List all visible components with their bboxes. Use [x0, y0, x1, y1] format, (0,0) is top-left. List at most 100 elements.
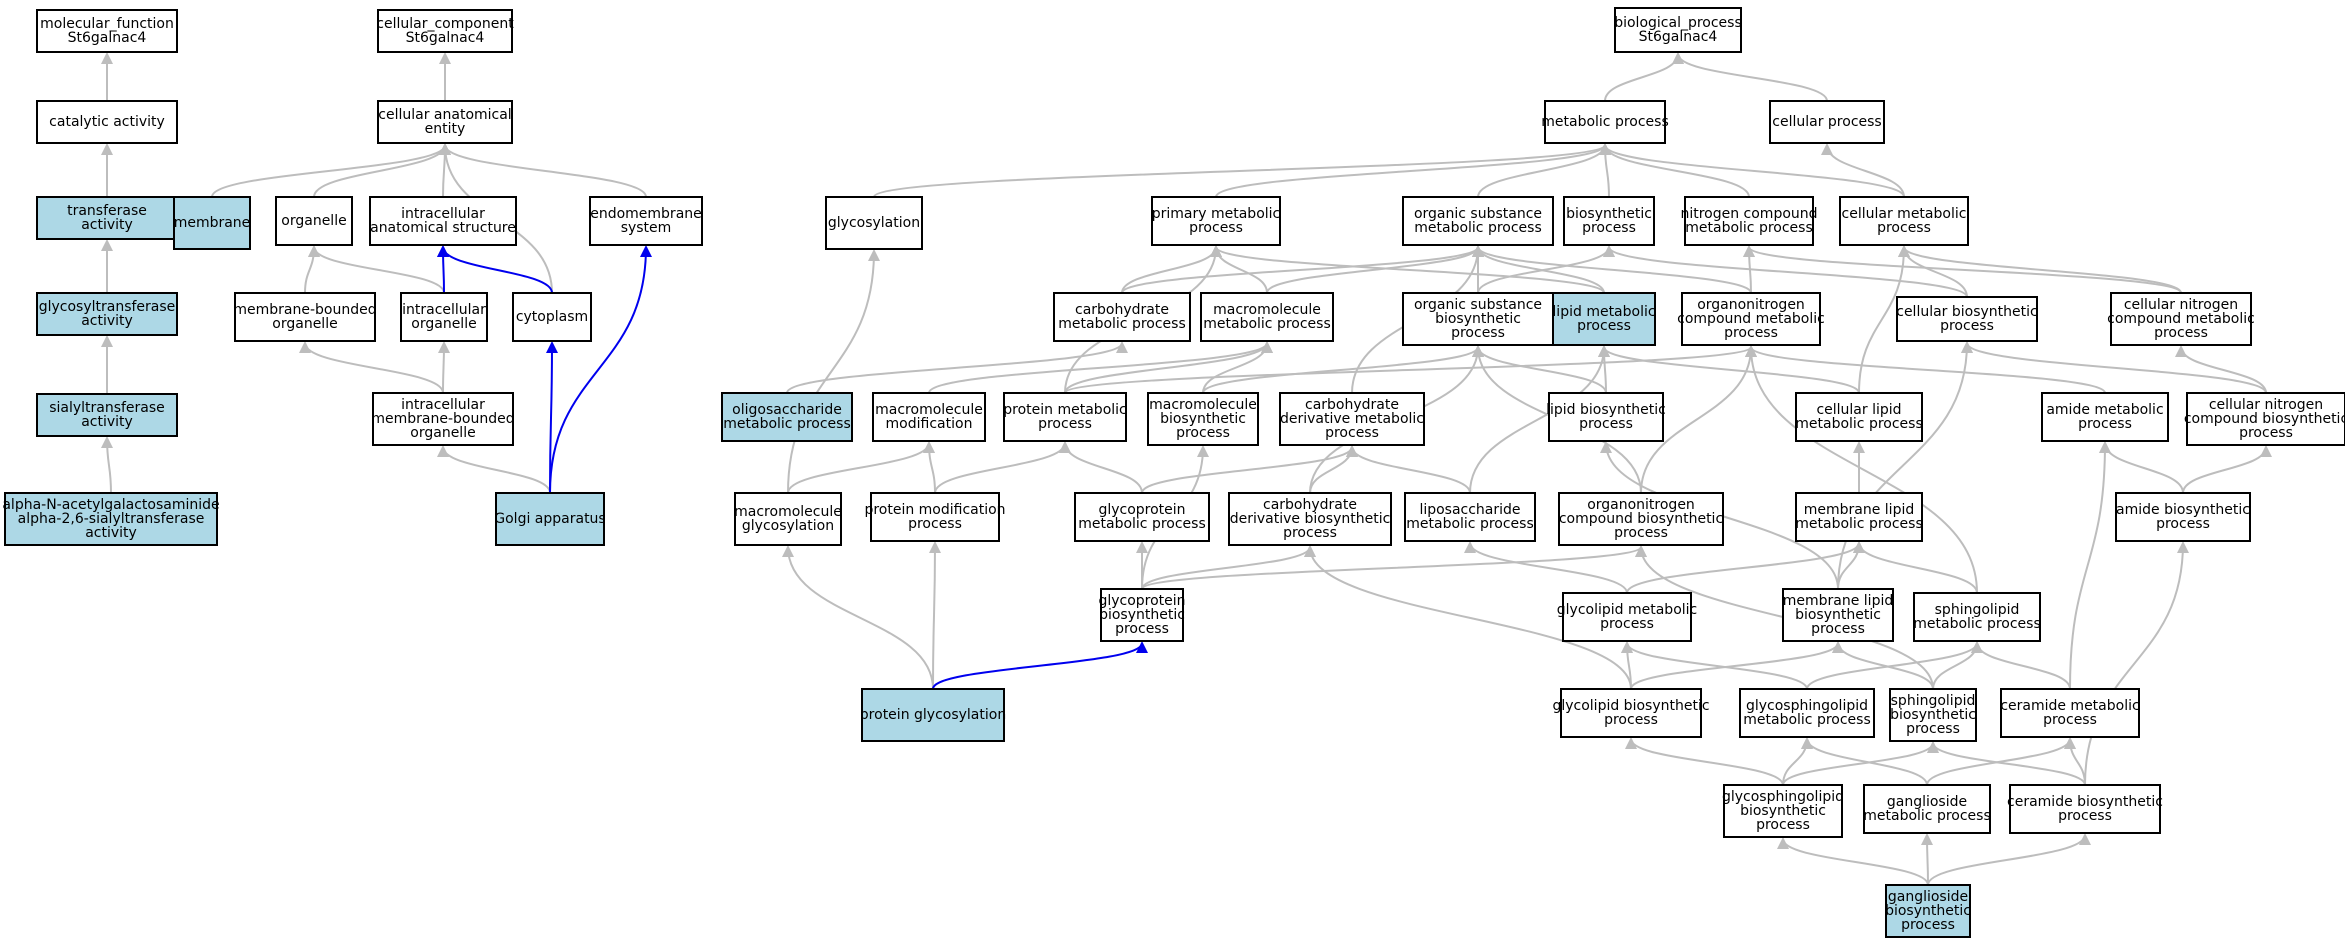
edge-pglyc-to-gpbp: [932, 641, 1148, 690]
node-label: St6galnac4: [406, 30, 485, 46]
node-label: biosynthetic: [1435, 311, 1521, 327]
edge-glbp-to-cdbp: [1304, 545, 1632, 690]
node-cyto[interactable]: cytoplasm: [512, 292, 592, 342]
node-label: biosynthetic: [1160, 411, 1246, 427]
node-label: sphingolipid: [1935, 602, 2020, 618]
edge-prot-to-oncmp: [1064, 345, 1757, 394]
node-label: Golgi apparatus: [494, 511, 605, 527]
node-box: [1552, 292, 1656, 346]
node-label: compound metabolic: [1677, 311, 1825, 327]
node-label: compound metabolic: [2107, 311, 2255, 327]
edge-pglyc-to-mglyc: [782, 545, 934, 690]
node-label: molecular_function: [40, 16, 174, 32]
node-label: cellular lipid: [1816, 402, 1901, 418]
node-cp[interactable]: cellular process: [1769, 100, 1885, 144]
node-box: [1402, 292, 1554, 346]
node-label: nitrogen compound: [1680, 206, 1817, 222]
node-box: [1404, 492, 1536, 542]
node-label: organelle: [410, 425, 475, 441]
node-label: cellular process: [1772, 114, 1881, 130]
node-label: alpha-N-acetylgalactosaminide: [2, 497, 219, 513]
node-label: macromolecule: [1213, 302, 1321, 318]
node-pglyc[interactable]: protein glycosylation: [860, 688, 1006, 742]
edge-imbo-to-io: [437, 341, 450, 394]
node-golgi[interactable]: Golgi apparatus: [494, 492, 606, 546]
node-glyco[interactable]: glycosylation: [825, 196, 923, 250]
node-label: St6galnac4: [1639, 29, 1718, 45]
edge-slmp-to-mlmp: [1853, 541, 1978, 594]
node-label: derivative metabolic: [1280, 411, 1424, 427]
node-label: compound biosynthetic: [2184, 411, 2345, 427]
node-label: metabolic process: [1743, 712, 1871, 728]
node-org[interactable]: organelle: [275, 196, 353, 246]
node-label: sphingolipid: [1891, 693, 1976, 709]
edge-prot-to-macro: [1064, 341, 1273, 394]
node-box: [825, 196, 923, 250]
edge-cncbp-to-cbp: [1961, 341, 2267, 394]
node-alpha[interactable]: alpha-N-acetylgalactosaminidealpha-2,6-s…: [2, 492, 220, 546]
node-cat[interactable]: catalytic activity: [36, 100, 178, 144]
edge-slmp-to-oncmp: [1745, 345, 1978, 594]
node-label: membrane-bounded: [233, 302, 376, 318]
node-label: intracellular: [402, 302, 486, 318]
node-mem[interactable]: membrane: [173, 196, 251, 250]
edge-cermp-to-amp: [2069, 441, 2111, 690]
node-mp[interactable]: metabolic process: [1541, 100, 1669, 144]
edge-macro-to-pmp: [1210, 245, 1268, 294]
edge-endo-to-cae: [439, 143, 647, 198]
